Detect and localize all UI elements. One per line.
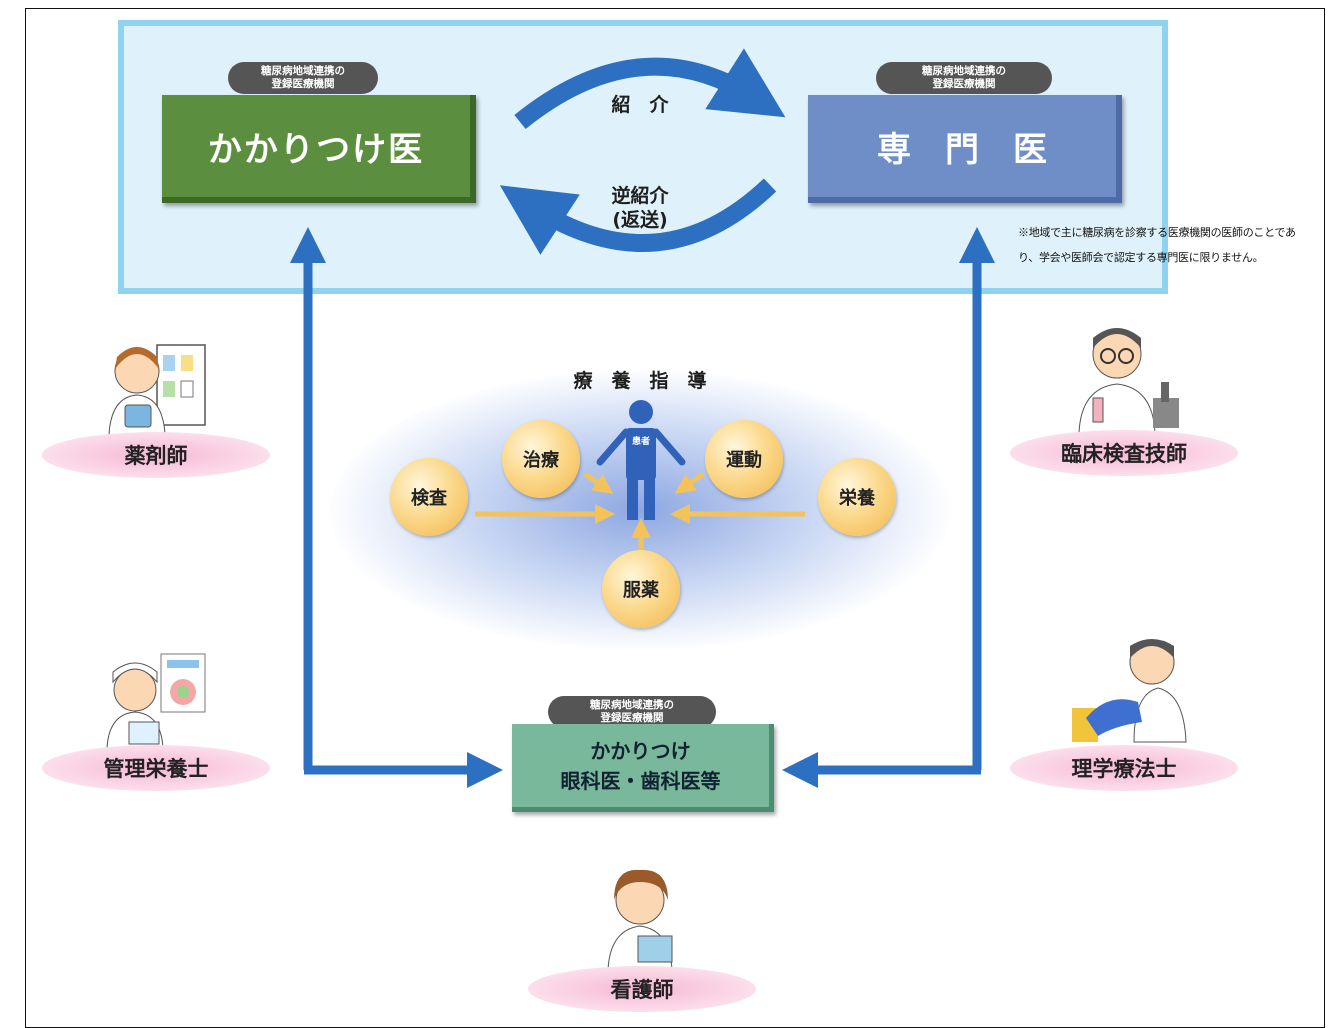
physical-therapist-role: 理学療法士 <box>1010 745 1238 791</box>
eye-dental-line1: かかりつけ <box>590 738 691 763</box>
lab-technician-label: 臨床検査技師 <box>1061 442 1187 466</box>
eye-dental-registration-badge: 糖尿病地域連携の 登録医療機関 <box>548 696 716 728</box>
pharmacist-role: 薬剤師 <box>42 432 270 478</box>
referral-arrow <box>514 48 786 130</box>
medication-ball: 服薬 <box>602 550 680 628</box>
referral-label: 紹 介 <box>611 94 669 116</box>
dietitian-role: 管理栄養士 <box>42 745 270 791</box>
nurse-label: 看護師 <box>610 978 674 1002</box>
physical-therapist-icon <box>1072 639 1187 743</box>
eye-dental-badge-line2: 登録医療機関 <box>600 712 664 724</box>
gp-badge-line2: 登録医療機関 <box>271 78 335 90</box>
specialist-badge-line2: 登録医療機関 <box>932 78 996 90</box>
patient-label: 患者 <box>632 437 651 447</box>
eye-dental-line2: 眼科医・歯科医等 <box>560 768 721 793</box>
exam-label: 検査 <box>411 488 447 509</box>
reverse-referral-arrow <box>499 178 777 255</box>
patient-figure-icon <box>596 400 686 520</box>
nutrition-label: 栄養 <box>839 488 875 509</box>
gp-card: かかりつけ医 <box>162 95 476 203</box>
lab-technician-icon <box>1078 328 1179 433</box>
pharmacist-label: 薬剤師 <box>124 444 188 468</box>
specialist-label: 専 門 医 <box>877 129 1047 170</box>
exam-ball: 検査 <box>390 458 468 536</box>
treatment-label: 治療 <box>523 450 559 471</box>
medication-label: 服薬 <box>623 580 659 601</box>
dietitian-icon <box>106 653 206 748</box>
dietitian-label: 管理栄養士 <box>103 757 209 781</box>
reverse-referral-line1: 逆紹介 <box>611 185 669 207</box>
nutrition-ball: 栄養 <box>818 458 896 536</box>
specialist-badge-line1: 糖尿病地域連携の <box>922 65 1006 77</box>
nurse-icon <box>607 869 673 970</box>
specialist-footnote: ※地域で主に糖尿病を診察する医療機関の医師のことであり、学会や医師会で認定する専… <box>1018 226 1296 264</box>
treatment-ball: 治療 <box>502 420 580 498</box>
nurse-role: 看護師 <box>528 966 756 1012</box>
lab-technician-role: 臨床検査技師 <box>1010 430 1238 476</box>
reverse-referral-label: 逆紹介 (返送) <box>585 184 695 232</box>
exercise-label: 運動 <box>726 450 762 471</box>
care-guidance-title: 療 養 指 導 <box>573 370 707 392</box>
gp-label: かかりつけ医 <box>207 129 425 170</box>
specialist-registration-badge: 糖尿病地域連携の 登録医療機関 <box>876 62 1052 94</box>
pharmacist-icon <box>108 344 206 435</box>
exercise-ball: 運動 <box>705 420 783 498</box>
physical-therapist-label: 理学療法士 <box>1071 757 1177 781</box>
eye-dental-card: かかりつけ 眼科医・歯科医等 <box>512 724 774 812</box>
gp-registration-badge: 糖尿病地域連携の 登録医療機関 <box>228 62 378 94</box>
eye-dental-badge-line1: 糖尿病地域連携の <box>590 699 674 711</box>
reverse-referral-line2: (返送) <box>612 209 668 231</box>
specialist-card: 専 門 医 <box>808 95 1122 203</box>
gp-badge-line1: 糖尿病地域連携の <box>261 65 345 77</box>
